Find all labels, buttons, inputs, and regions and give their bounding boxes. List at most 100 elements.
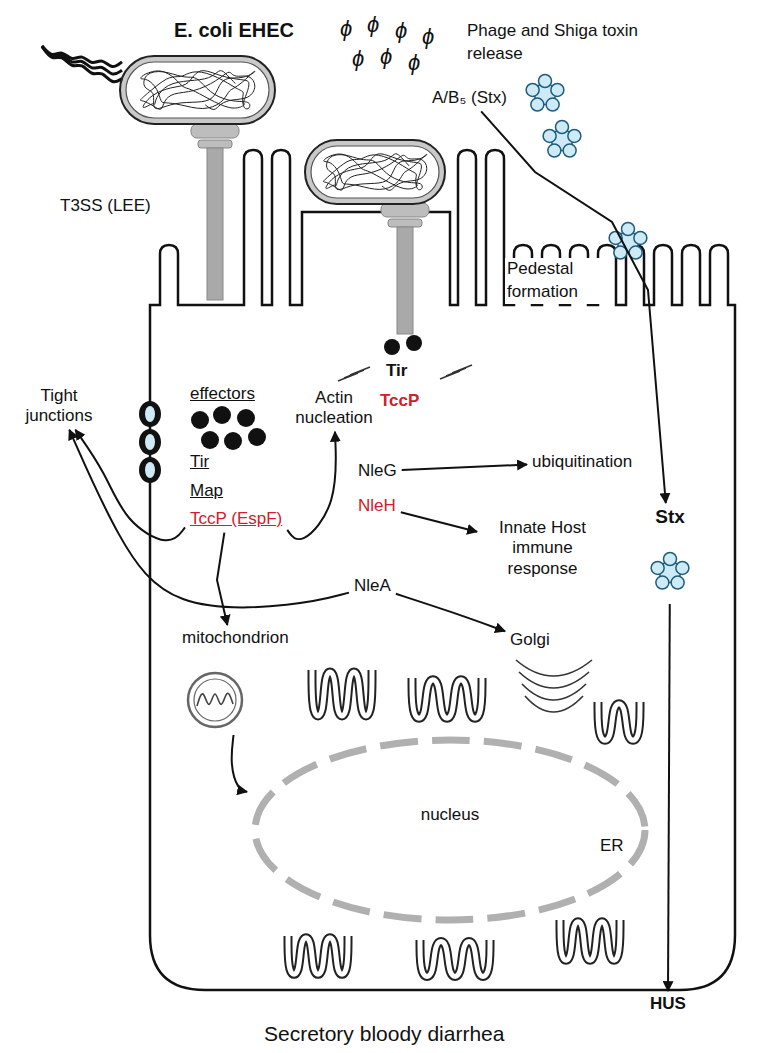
nucleus-ellipse: nucleus [250, 735, 650, 925]
actin-filament [452, 365, 472, 373]
cell-membrane [150, 150, 735, 990]
phage-symbol: ϕ [378, 44, 394, 70]
process-label: ubiquitination [530, 452, 634, 472]
golgi-cisterna [525, 696, 583, 712]
toxin-b-subunit [526, 83, 539, 96]
nucleus-envelope [250, 735, 650, 925]
node-text: A/B₅ (Stx) [430, 88, 509, 108]
er-lumen [560, 920, 620, 960]
outcome-label: HUS [648, 994, 688, 1014]
t3ss-ring [198, 140, 232, 148]
er-membrane [560, 920, 620, 960]
node-text: ubiquitination [530, 452, 634, 472]
toxin-b-subunit [634, 231, 647, 244]
secretion-system-label: T3SS (LEE) [58, 196, 153, 216]
node-text: NleG [356, 461, 399, 481]
organelle-label: ER [598, 836, 626, 856]
flagellum [42, 46, 122, 74]
chromosome [140, 71, 255, 110]
outcome-caption: Secretory bloody diarrhea [262, 1021, 506, 1046]
er-membrane [312, 670, 372, 716]
protein-label: TccP [378, 391, 421, 411]
shiga-toxin [543, 121, 581, 158]
toxin-b-subunit [543, 129, 556, 142]
node-item: Tir [188, 452, 284, 472]
organelle-node: Golgi [508, 630, 552, 650]
toxin-b-subunit [656, 576, 669, 589]
node-text: Tight junctions [18, 386, 100, 427]
effector-group: effectorsTirMapTccP (EspF) [188, 384, 284, 530]
bacterium-cytoplasm [126, 62, 269, 118]
process-label: Innate Host immune response [480, 518, 605, 579]
toxin-b-subunit [563, 144, 576, 157]
connector-arrow [401, 512, 477, 532]
golgi-cisterna [522, 684, 586, 700]
effector-protein [213, 406, 231, 424]
toxin-b-subunit [539, 75, 552, 88]
node-text: effectors [188, 384, 284, 404]
node-text: Stx [645, 506, 695, 529]
bacterium-wall [120, 56, 275, 124]
effector-name: NleG [356, 461, 399, 481]
shiga-toxin [651, 553, 689, 590]
connector-arrow [668, 604, 670, 991]
golgi-cisterna [516, 660, 592, 676]
tight-junction-core [145, 462, 155, 478]
effector-name: NleH [356, 496, 398, 516]
connector-arrow [287, 432, 336, 539]
toxin-b-subunit [548, 144, 561, 157]
node-text: NleH [356, 496, 398, 516]
node-text: Golgi [508, 630, 552, 650]
process-note: Phage and Shiga toxin release [465, 20, 654, 66]
er-lumen [312, 670, 372, 716]
toxin-node: Stx [645, 506, 695, 601]
er-membrane [420, 940, 490, 976]
er-membrane [598, 702, 640, 740]
protein-label: Tir [384, 361, 409, 381]
t3ss-base [381, 203, 429, 217]
chromosome [323, 154, 427, 191]
toxin-b-subunit [671, 576, 684, 589]
toxin-label: A/B₅ (Stx) [430, 88, 509, 108]
t3ss-needle [397, 227, 413, 334]
er-lumen [288, 936, 348, 974]
tight-junction [139, 401, 161, 427]
actin-filament [350, 367, 370, 375]
bacterium-cytoplasm [311, 146, 439, 198]
bacterium [305, 140, 445, 204]
connector-arrow [402, 465, 527, 471]
connector-arrow [481, 111, 666, 503]
er-lumen [420, 940, 490, 976]
toxin-b-subunit [676, 561, 689, 574]
effector-protein [201, 431, 219, 449]
tight-junction [139, 429, 161, 455]
nucleus-envelope-line [255, 740, 645, 920]
node-text: Actin nucleation [290, 388, 378, 429]
mitochondrion-outer [188, 673, 242, 727]
phage-symbol: ϕ [393, 18, 409, 44]
node-text: NleA [352, 576, 393, 596]
connector-arrow [396, 594, 505, 631]
toxin-b-subunit [556, 121, 569, 134]
tight-junction-core [145, 434, 155, 450]
organelle-node: mitochondrion [180, 628, 300, 732]
node-text: Innate Host immune response [480, 518, 605, 579]
phage-symbol: ϕ [338, 16, 354, 42]
connector-arrow [75, 430, 185, 541]
er-membrane [412, 678, 482, 718]
connector-arrow [232, 735, 247, 792]
junction-label: Tight junctions [18, 386, 100, 427]
toxin-b-subunit [622, 223, 635, 236]
node-item: Map [188, 481, 284, 501]
toxin-b-subunit [568, 129, 581, 142]
effector-name: NleA [352, 576, 393, 596]
toxin-b-subunit [664, 553, 677, 566]
effector-protein [237, 409, 255, 427]
tight-junction-core [145, 406, 155, 422]
t3ss-base [191, 124, 239, 138]
effector-protein [191, 411, 209, 429]
shiga-toxin [526, 75, 564, 112]
bacterium [120, 56, 275, 124]
process-note: Pedestal formation [505, 258, 609, 304]
node-item: TccP (EspF) [188, 509, 284, 529]
